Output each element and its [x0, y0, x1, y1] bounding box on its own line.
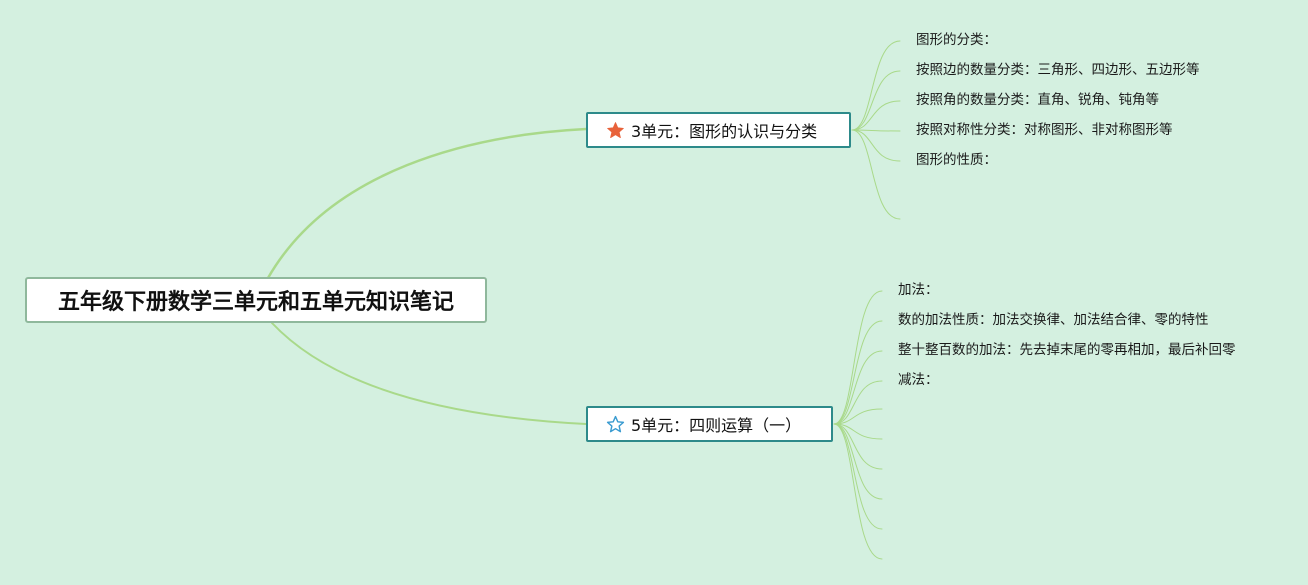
- unit3-leaf-2[interactable]: 按照角的数量分类：直角、锐角、钝角等: [916, 92, 1159, 108]
- unit5-leaf-link-5: [833, 423, 883, 440]
- unit3-leaf-link-3: [851, 129, 901, 132]
- unit5-leaf-link-8: [833, 423, 883, 530]
- branch-unit3[interactable]: 3单元：图形的认识与分类: [586, 112, 851, 148]
- unit3-leaf-link-1: [851, 70, 901, 131]
- unit5-leaf-link-6: [833, 423, 883, 470]
- star-outline-icon: [606, 415, 625, 434]
- root-topic-label: 五年级下册数学三单元和五单元知识笔记: [57, 290, 454, 315]
- root-to-unit5-link: [271, 322, 587, 425]
- unit5-leaf-1[interactable]: 数的加法性质：加法交换律、加法结合律、零的特性: [898, 312, 1209, 328]
- unit3-leaf-link-4: [851, 129, 901, 162]
- unit5-leaf-link-3: [833, 380, 883, 425]
- unit5-leaf-0[interactable]: 加法：: [898, 282, 939, 298]
- unit3-leaf-link-5: [851, 129, 901, 220]
- branch-unit5[interactable]: 5单元：四则运算（一）: [586, 406, 833, 442]
- root-to-unit3-link: [266, 127, 588, 280]
- root-topic[interactable]: 五年级下册数学三单元和五单元知识笔记: [25, 277, 487, 323]
- branch-unit5-label: 5单元：四则运算（一）: [631, 416, 802, 435]
- unit3-leaf-4[interactable]: 图形的性质：: [916, 152, 997, 168]
- star-filled-icon: [606, 121, 625, 140]
- unit5-leaf-link-4: [833, 408, 883, 425]
- unit3-leaf-link-0: [851, 40, 901, 131]
- unit3-leaf-3[interactable]: 按照对称性分类：对称图形、非对称图形等: [916, 122, 1173, 138]
- unit5-leaf-link-7: [833, 423, 883, 500]
- unit5-leaf-link-9: [833, 423, 883, 560]
- unit3-leaf-link-2: [851, 100, 901, 131]
- unit3-leaf-1[interactable]: 按照边的数量分类：三角形、四边形、五边形等: [916, 62, 1200, 78]
- unit5-leaf-link-0: [833, 290, 883, 425]
- branch-unit3-label: 3单元：图形的认识与分类: [631, 122, 818, 141]
- unit5-leaf-3[interactable]: 减法：: [898, 372, 939, 388]
- unit5-leaf-link-2: [833, 350, 883, 425]
- unit5-leaf-link-1: [833, 320, 883, 425]
- unit3-leaf-0[interactable]: 图形的分类：: [916, 32, 997, 48]
- unit5-leaf-2[interactable]: 整十整百数的加法：先去掉末尾的零再相加，最后补回零: [898, 342, 1236, 358]
